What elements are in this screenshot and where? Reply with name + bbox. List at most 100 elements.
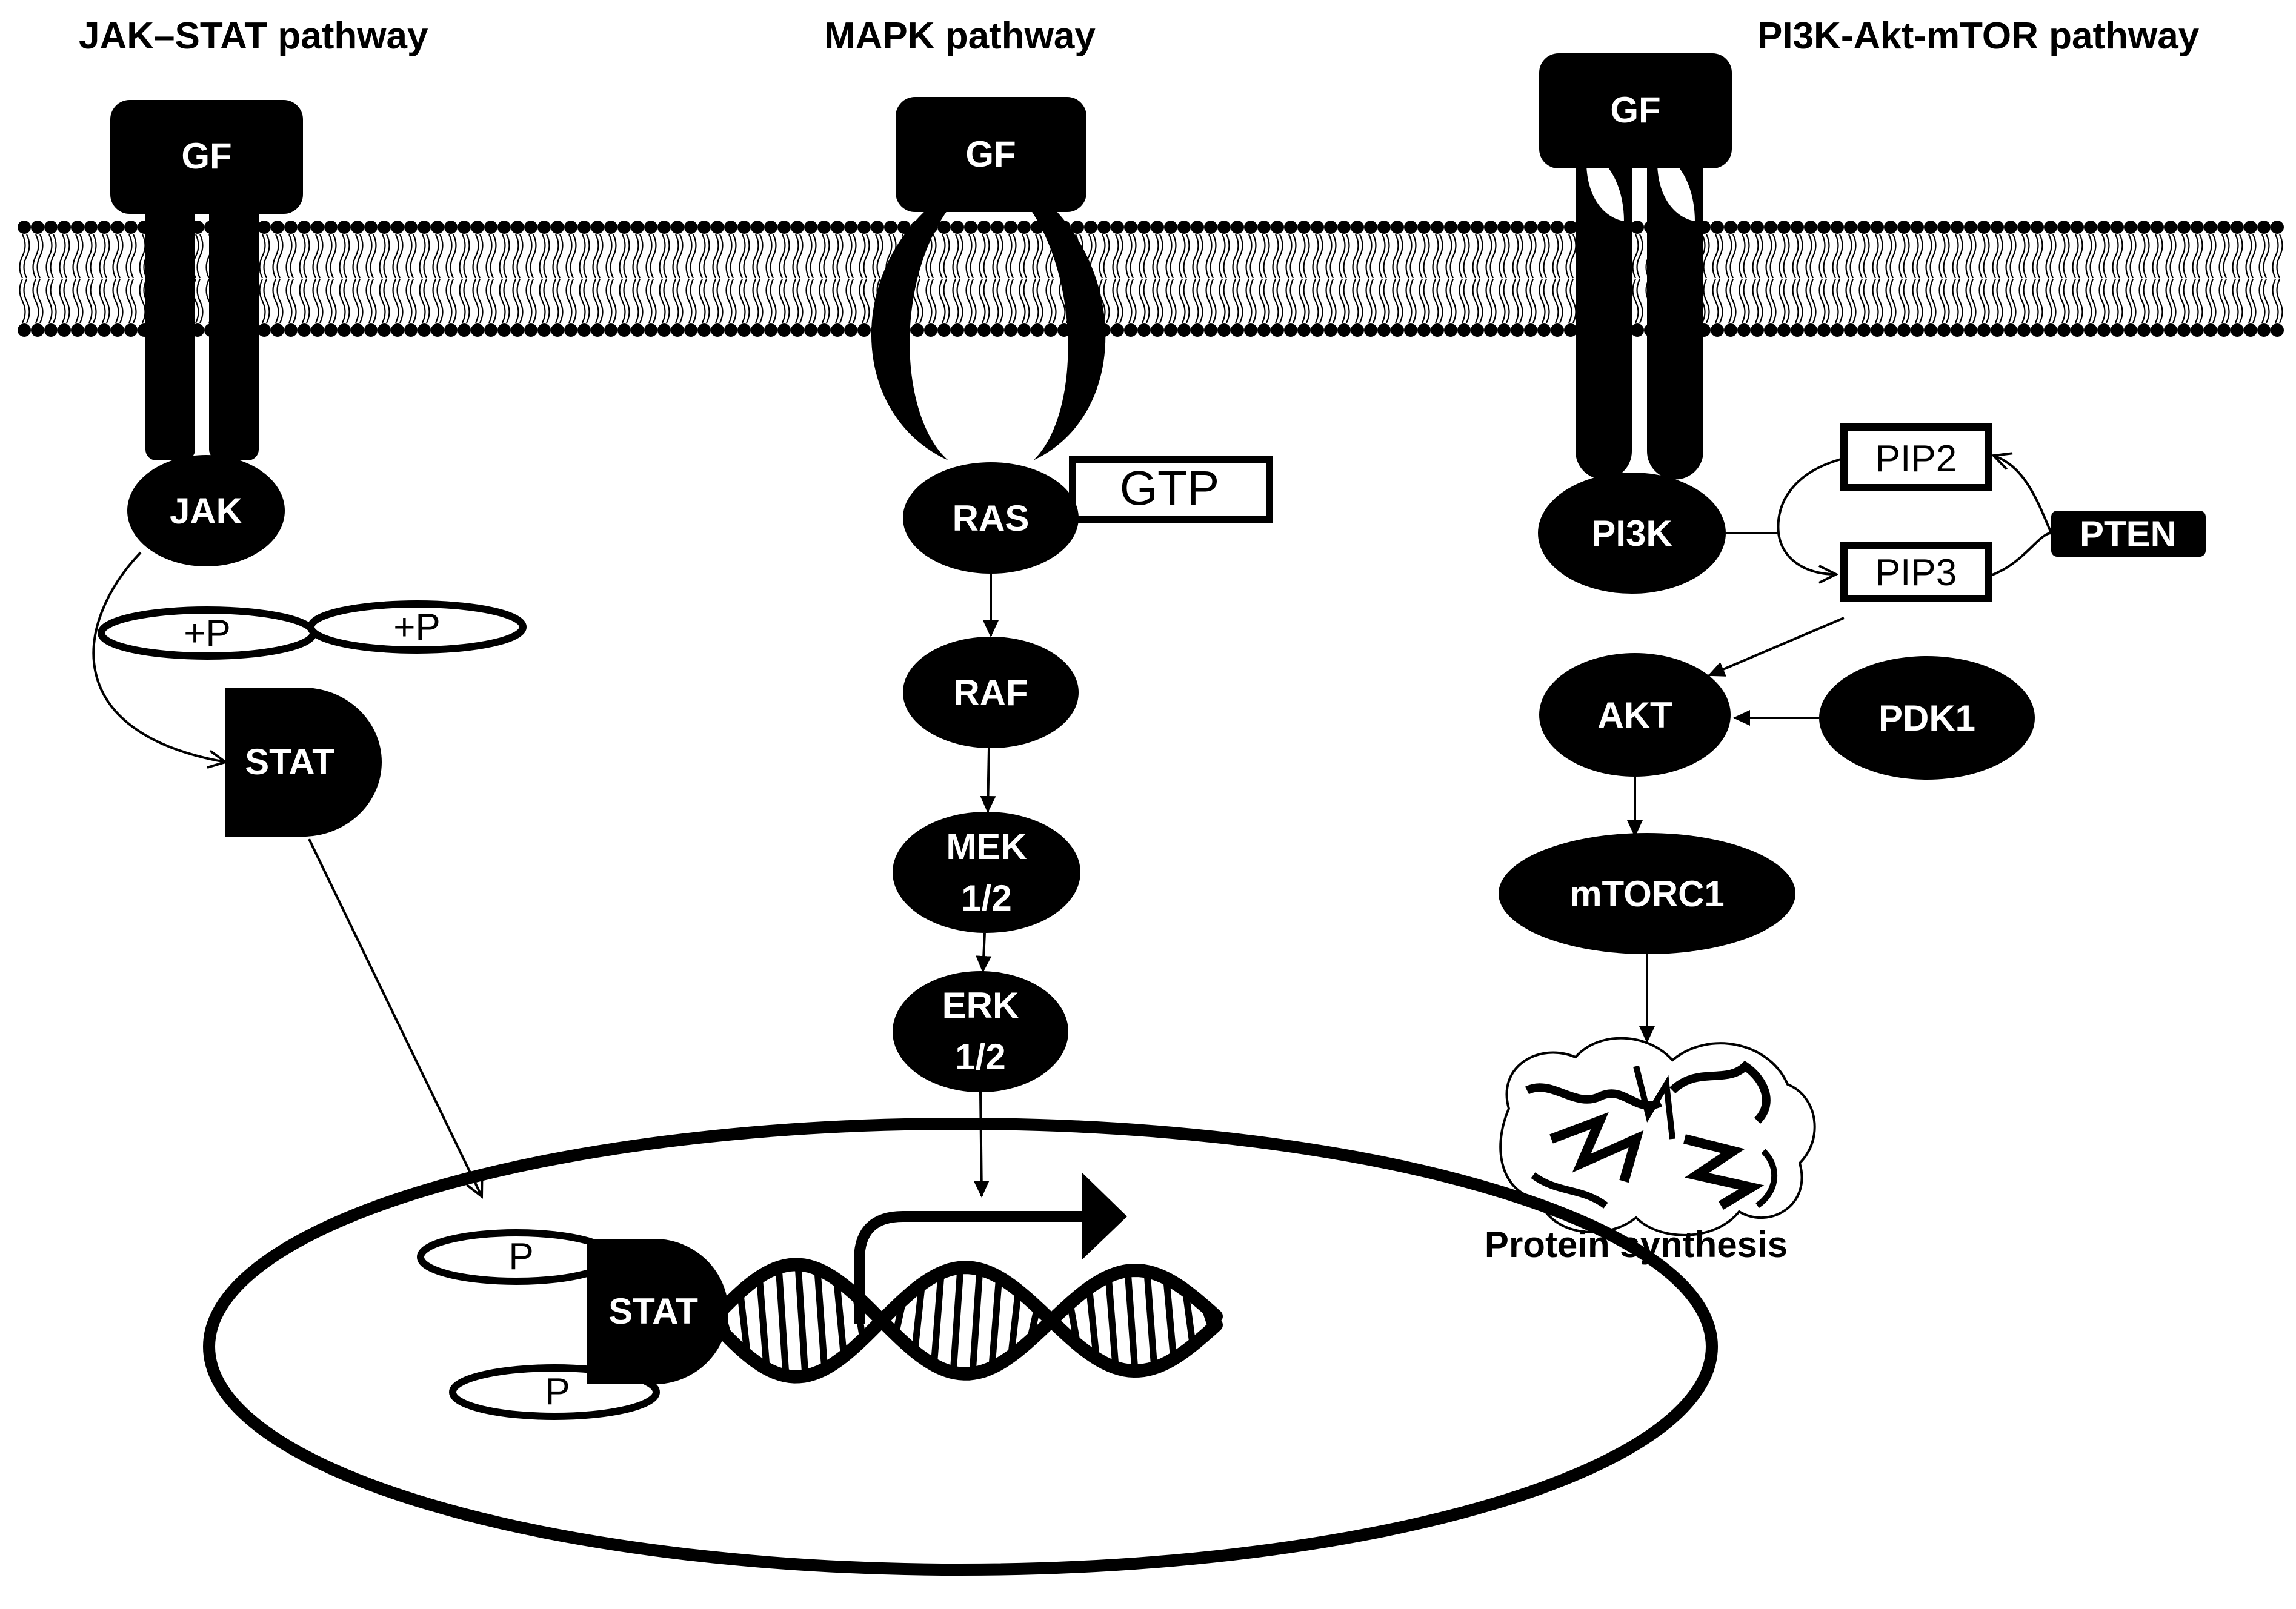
lipid-tail [499, 234, 510, 279]
lipid-tail [112, 234, 124, 279]
lipid-head [2191, 221, 2204, 234]
lipid-head [1377, 323, 1391, 337]
lipid-head [111, 323, 124, 337]
dna-base-pair [833, 1282, 848, 1359]
lipid-tail [339, 234, 350, 279]
raf-node [903, 637, 1079, 748]
lipid-tail [1392, 234, 1403, 279]
lipid-head [1457, 323, 1471, 337]
lipid-head [1804, 323, 1817, 337]
lipid-tail [979, 234, 990, 279]
lipid-tail [565, 279, 577, 323]
lipid-tail [632, 279, 644, 323]
pip2-label: PIP2 [1875, 438, 1957, 480]
lipid-head [418, 221, 431, 234]
lipid-tail [365, 234, 377, 279]
lipid-tail [605, 279, 617, 323]
lipid-head [1111, 323, 1124, 337]
lipid-head [1791, 323, 1804, 337]
transcription-arrow-stem [854, 1211, 1085, 1324]
lipid-head [1764, 323, 1777, 337]
lipid-head [2124, 221, 2137, 234]
pten-node [2051, 511, 2206, 557]
lipid-head [964, 221, 977, 234]
lipid-head [1991, 221, 2004, 234]
lipid-head [1431, 221, 1444, 234]
lipid-tail [1552, 279, 1563, 323]
lipid-head [1004, 221, 1017, 234]
lipid-tail [59, 234, 70, 279]
lipid-tail [1885, 279, 1897, 323]
lipid-head [1524, 221, 1537, 234]
lipid-tail [1845, 234, 1857, 279]
lipid-tail [2005, 234, 2017, 279]
lipid-head [991, 323, 1004, 337]
lipid-tail [472, 279, 484, 323]
lipid-head [1471, 323, 1484, 337]
lipid-tail [725, 234, 737, 279]
lipid-head [2177, 323, 2191, 337]
lipid-head [924, 323, 937, 337]
lipid-head [1511, 221, 1524, 234]
lipid-tail [1032, 279, 1043, 323]
lipid-head [1711, 221, 1724, 234]
lipid-head [311, 323, 324, 337]
pip3-label: PIP3 [1875, 552, 1957, 594]
lipid-head [1391, 323, 1404, 337]
lipid-head [2004, 221, 2017, 234]
lipid-head [471, 221, 484, 234]
lipid-tail [579, 234, 590, 279]
lipid-head [724, 221, 737, 234]
lipid-head [258, 221, 271, 234]
lipid-tail [765, 279, 777, 323]
lipid-tail [445, 279, 457, 323]
lipid-tail [2058, 234, 2070, 279]
lipid-head [124, 323, 138, 337]
lipid-head [937, 221, 951, 234]
lipid-tail [1352, 279, 1363, 323]
lipid-tail [792, 234, 804, 279]
lipid-tail [779, 279, 790, 323]
lipid-head [2271, 221, 2284, 234]
lipid-head [2071, 221, 2084, 234]
lipid-tail [2138, 234, 2150, 279]
lipid-head [804, 323, 817, 337]
lipid-tail [2272, 234, 2283, 279]
lipid-head [58, 323, 71, 337]
lipid-tail [659, 279, 670, 323]
lipid-tail [1499, 279, 1510, 323]
lipid-tail [459, 279, 470, 323]
lipid-tail [1112, 234, 1123, 279]
jak-stat-gf-block [110, 100, 303, 214]
lipid-tail [405, 279, 417, 323]
lipid-tail [1938, 279, 1950, 323]
dna-base-pair [950, 1267, 964, 1374]
lipid-head [564, 221, 577, 234]
lipid-head [2044, 323, 2057, 337]
lipid-tail [1165, 234, 1177, 279]
lipid-tail [1272, 279, 1283, 323]
lipid-head [298, 221, 311, 234]
mapk-receptor: GF [871, 97, 1106, 460]
lipid-tail [1565, 234, 1577, 279]
lipid-tail [1898, 279, 1910, 323]
transcription-arrow-head [1082, 1172, 1127, 1260]
lipid-head [1937, 221, 1951, 234]
lipid-tail [659, 234, 670, 279]
lipid-head [351, 323, 364, 337]
lipid-head [2164, 221, 2177, 234]
lipid-tail [339, 279, 350, 323]
lipid-head [737, 323, 751, 337]
lipid-tail [99, 234, 110, 279]
lipid-head [31, 323, 44, 337]
lipid-tail [2178, 234, 2190, 279]
lipid-head [2031, 221, 2044, 234]
dna-base-pair [1143, 1272, 1158, 1370]
pi3k-title: PI3K-Akt-mTOR pathway [1757, 15, 2200, 57]
lipid-head [1017, 323, 1031, 337]
lipid-tail [619, 279, 630, 323]
lipid-head [458, 323, 471, 337]
lipid-tail [2098, 234, 2110, 279]
lipid-tail [1792, 279, 1803, 323]
lipid-tail [1219, 234, 1230, 279]
